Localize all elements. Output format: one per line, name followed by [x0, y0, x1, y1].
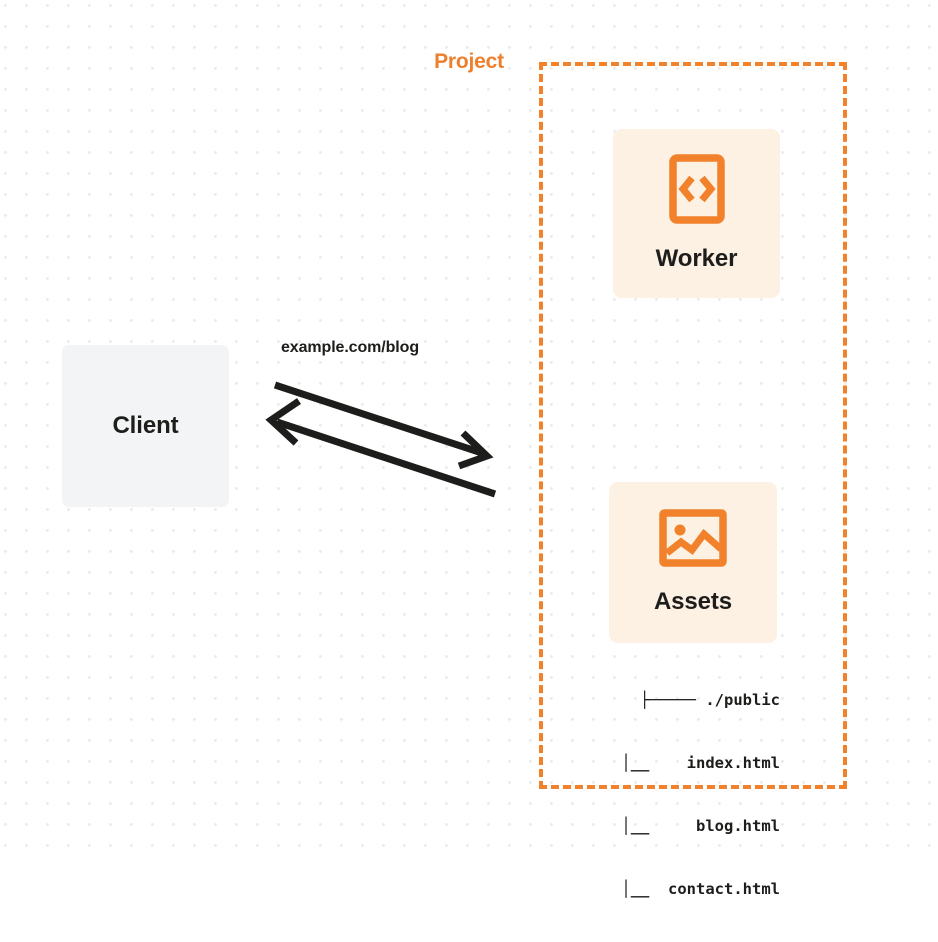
file-tree-line: │__ contact.html	[621, 880, 780, 898]
client-node[interactable]: Client	[62, 345, 229, 507]
connection-label: example.com/blog	[281, 339, 419, 356]
project-boundary	[539, 62, 847, 789]
assets-card[interactable]: Assets	[609, 482, 777, 643]
request-arrow	[273, 381, 494, 470]
worker-card[interactable]: Worker	[613, 129, 780, 298]
file-tree-line: │__ blog.html	[621, 817, 780, 835]
client-label: Client	[112, 412, 179, 439]
file-tree-line: ├───── ./public	[640, 691, 780, 709]
asset-file-tree: ├───── ./public │__ index.html │__ blog.…	[539, 648, 847, 942]
worker-label: Worker	[655, 245, 738, 272]
image-icon	[659, 509, 727, 572]
response-arrow	[265, 398, 497, 498]
assets-label: Assets	[653, 588, 733, 615]
diagram-canvas: Client example.com/blog Project Worker	[0, 0, 938, 898]
code-brackets-icon	[668, 154, 725, 229]
file-tree-line: │__ index.html	[621, 754, 780, 772]
project-title: Project	[430, 50, 508, 74]
